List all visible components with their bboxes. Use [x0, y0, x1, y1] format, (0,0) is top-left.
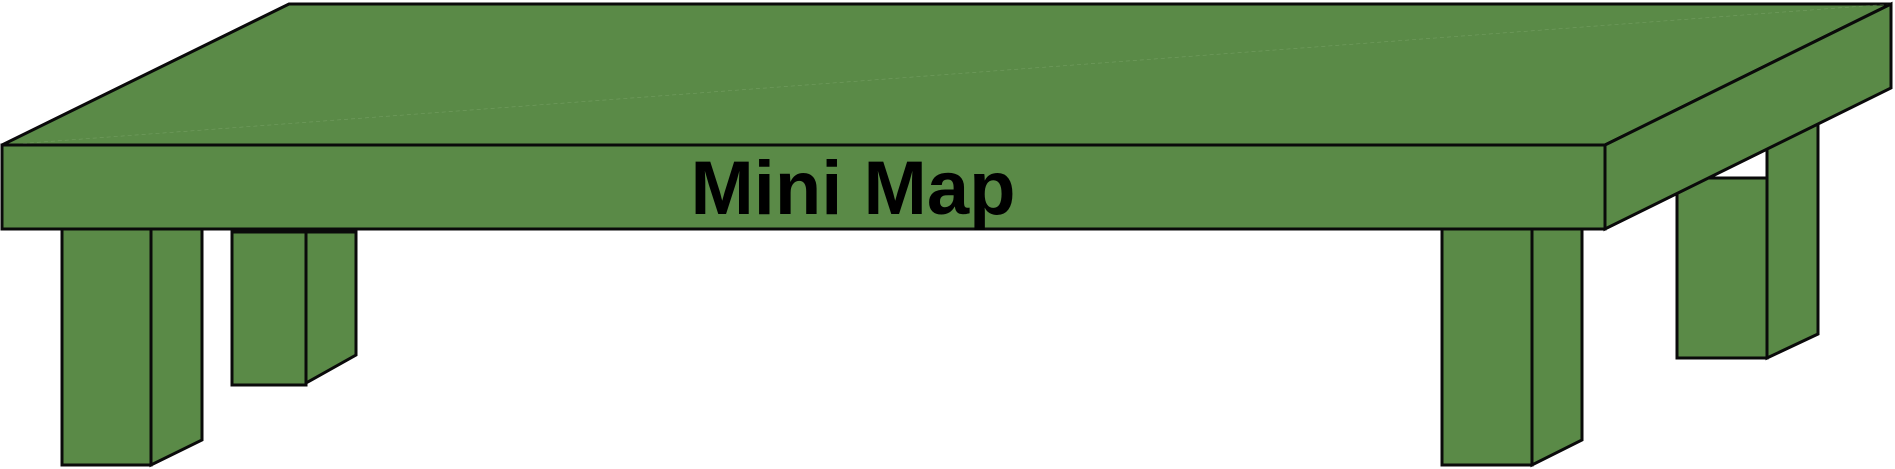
front-right-leg — [1440, 226, 1584, 468]
back-right-leg-front — [1675, 176, 1769, 360]
back-right-leg — [1675, 120, 1820, 361]
front-right-leg-side — [1530, 226, 1584, 468]
table-label: Mini Map — [690, 146, 1015, 231]
front-left-leg — [60, 226, 204, 468]
table-top-front — [0, 143, 1607, 231]
back-left-leg — [230, 230, 358, 387]
back-left-leg-front — [230, 230, 308, 387]
back-left-leg-side — [304, 230, 358, 386]
front-right-leg-front — [1440, 226, 1534, 467]
front-left-leg-front — [60, 226, 153, 467]
front-left-leg-side — [149, 226, 204, 468]
top-surface-diagonal — [1, 3, 1892, 146]
back-right-leg-side — [1765, 120, 1820, 361]
